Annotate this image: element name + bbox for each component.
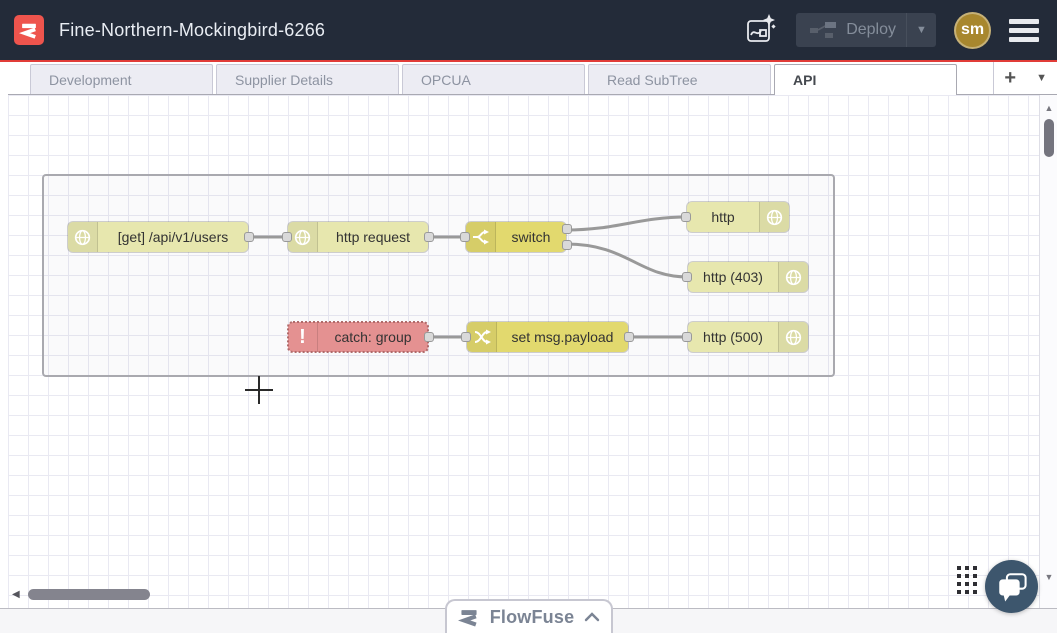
deploy-options-caret[interactable]: ▼ (906, 13, 936, 47)
chat-drag-handle[interactable] (957, 566, 977, 594)
workspace-tab-bar: Development Supplier Details OPCUA Read … (8, 62, 1057, 95)
tab-opcua[interactable]: OPCUA (402, 64, 585, 94)
globe-icon (778, 322, 808, 352)
deploy-node-icon (810, 22, 837, 38)
input-port[interactable] (681, 212, 691, 222)
node-label: http (403) (703, 269, 763, 285)
output-port[interactable] (424, 232, 434, 242)
input-port[interactable] (460, 232, 470, 242)
output-port-2[interactable] (562, 240, 572, 250)
change-icon (467, 322, 497, 352)
header-accent-line (0, 60, 1057, 62)
scroll-down-arrow-icon[interactable]: ▼ (1044, 572, 1054, 582)
deploy-button[interactable]: Deploy ▼ (796, 13, 936, 47)
vertical-scrollbar[interactable]: ▲ ▼ (1039, 95, 1057, 608)
output-port[interactable] (624, 332, 634, 342)
input-port[interactable] (682, 272, 692, 282)
globe-icon (68, 222, 98, 252)
exclamation-icon: ! (288, 322, 318, 352)
node-http-response[interactable]: http (681, 202, 789, 232)
add-flow-button[interactable]: + (1004, 67, 1017, 89)
node-http-request[interactable]: http request (282, 222, 434, 252)
output-port-1[interactable] (562, 224, 572, 234)
scroll-left-arrow-icon[interactable]: ◀ (12, 589, 20, 600)
tab-read-subtree[interactable]: Read SubTree (588, 64, 771, 94)
node-http-response-500[interactable]: http (500) (682, 322, 808, 352)
globe-icon (778, 262, 808, 292)
node-catch[interactable]: ! catch: group (287, 321, 434, 353)
input-port[interactable] (682, 332, 692, 342)
node-http-in[interactable]: [get] /api/v1/users (68, 222, 254, 252)
node-label: http request (336, 229, 410, 245)
node-change[interactable]: set msg.payload (461, 322, 634, 352)
globe-icon (288, 222, 318, 252)
node-switch[interactable]: switch (460, 222, 572, 252)
instance-title: Fine-Northern-Mockingbird-6266 (59, 19, 326, 40)
node-http-response-403[interactable]: http (403) (682, 262, 808, 292)
node-label: [get] /api/v1/users (117, 229, 229, 245)
input-port[interactable] (282, 232, 292, 242)
user-avatar[interactable]: sm (954, 11, 991, 49)
tab-development[interactable]: Development (30, 64, 213, 94)
horizontal-scroll-thumb[interactable] (28, 589, 150, 600)
header-bar: Fine-Northern-Mockingbird-6266 (0, 0, 1057, 60)
flowfuse-grey-logo-icon (457, 610, 477, 627)
main-menu-button[interactable] (1009, 18, 1039, 42)
output-port[interactable] (244, 232, 254, 242)
tab-supplier-details[interactable]: Supplier Details (216, 64, 399, 94)
horizontal-scrollbar[interactable]: ◀ (8, 588, 1028, 602)
deploy-button-label: Deploy (846, 21, 896, 38)
node-label: catch: group (334, 329, 412, 345)
switch-icon (466, 222, 496, 252)
node-label: switch (511, 229, 551, 245)
flowfuse-logo-icon (14, 15, 44, 45)
node-label: http (711, 209, 735, 225)
globe-icon (759, 202, 789, 232)
ai-flow-generator-button[interactable] (744, 12, 778, 48)
scroll-up-arrow-icon[interactable]: ▲ (1044, 103, 1054, 113)
tab-api[interactable]: API (774, 64, 957, 95)
flow-list-caret[interactable]: ▼ (1036, 72, 1047, 84)
chat-bubbles-icon (998, 572, 1027, 601)
flowfuse-wordmark: FlowFuse (489, 606, 575, 627)
flowfuse-banner-toggle[interactable]: FlowFuse (445, 599, 613, 633)
chevron-up-icon (585, 612, 600, 622)
node-label: http (500) (703, 329, 763, 345)
node-label: set msg.payload (511, 329, 614, 345)
chat-button[interactable] (985, 560, 1038, 613)
output-port[interactable] (424, 332, 434, 342)
tab-controls: + ▼ (993, 62, 1057, 94)
input-port[interactable] (461, 332, 471, 342)
vertical-scroll-thumb[interactable] (1044, 119, 1054, 157)
